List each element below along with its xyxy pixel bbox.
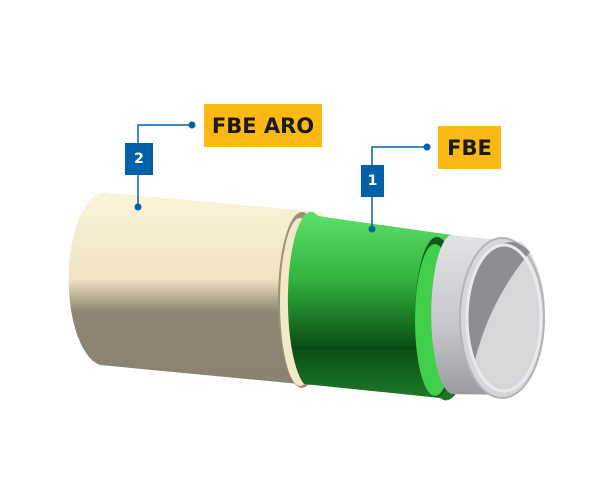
layer-2-badge: 2 [125,143,153,175]
callout-1-dot-label [423,143,431,151]
fbe-aro-layer [68,192,336,385]
callout-2-dot-layer [134,203,142,211]
layer-1-badge: 1 [361,165,384,197]
layer-2-label: FBE ARO [204,104,322,147]
callout-1-dot-layer [368,225,376,233]
callout-2-leader [137,124,427,229]
callout-2-dot-label [188,121,196,129]
layer-1-label: FBE [438,126,501,169]
